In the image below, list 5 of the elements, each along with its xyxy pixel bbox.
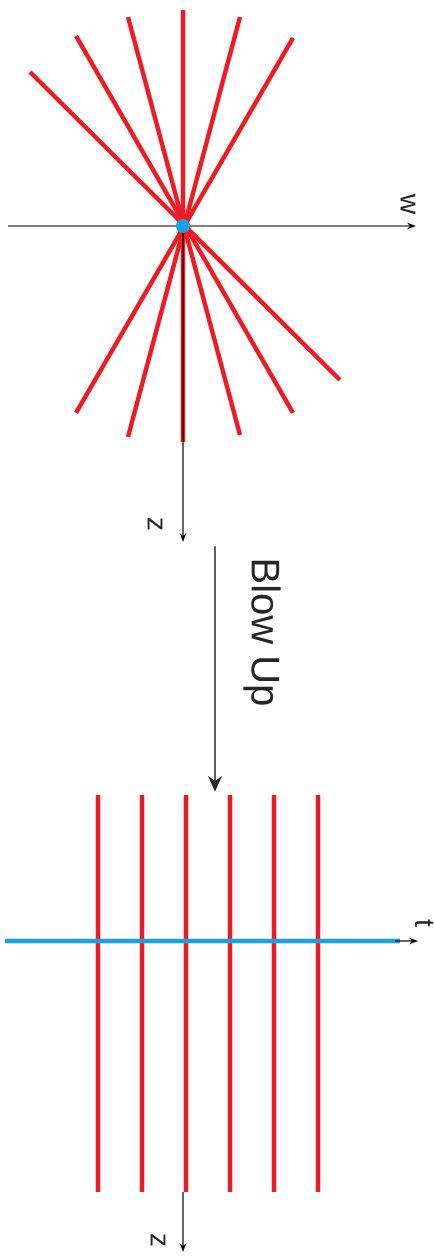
edge-label: Blow Up (243, 560, 281, 705)
axis-label: t (414, 919, 434, 927)
axis-label: w (400, 193, 416, 215)
axis-label: z (150, 1234, 166, 1246)
axis-label: z (147, 518, 163, 530)
